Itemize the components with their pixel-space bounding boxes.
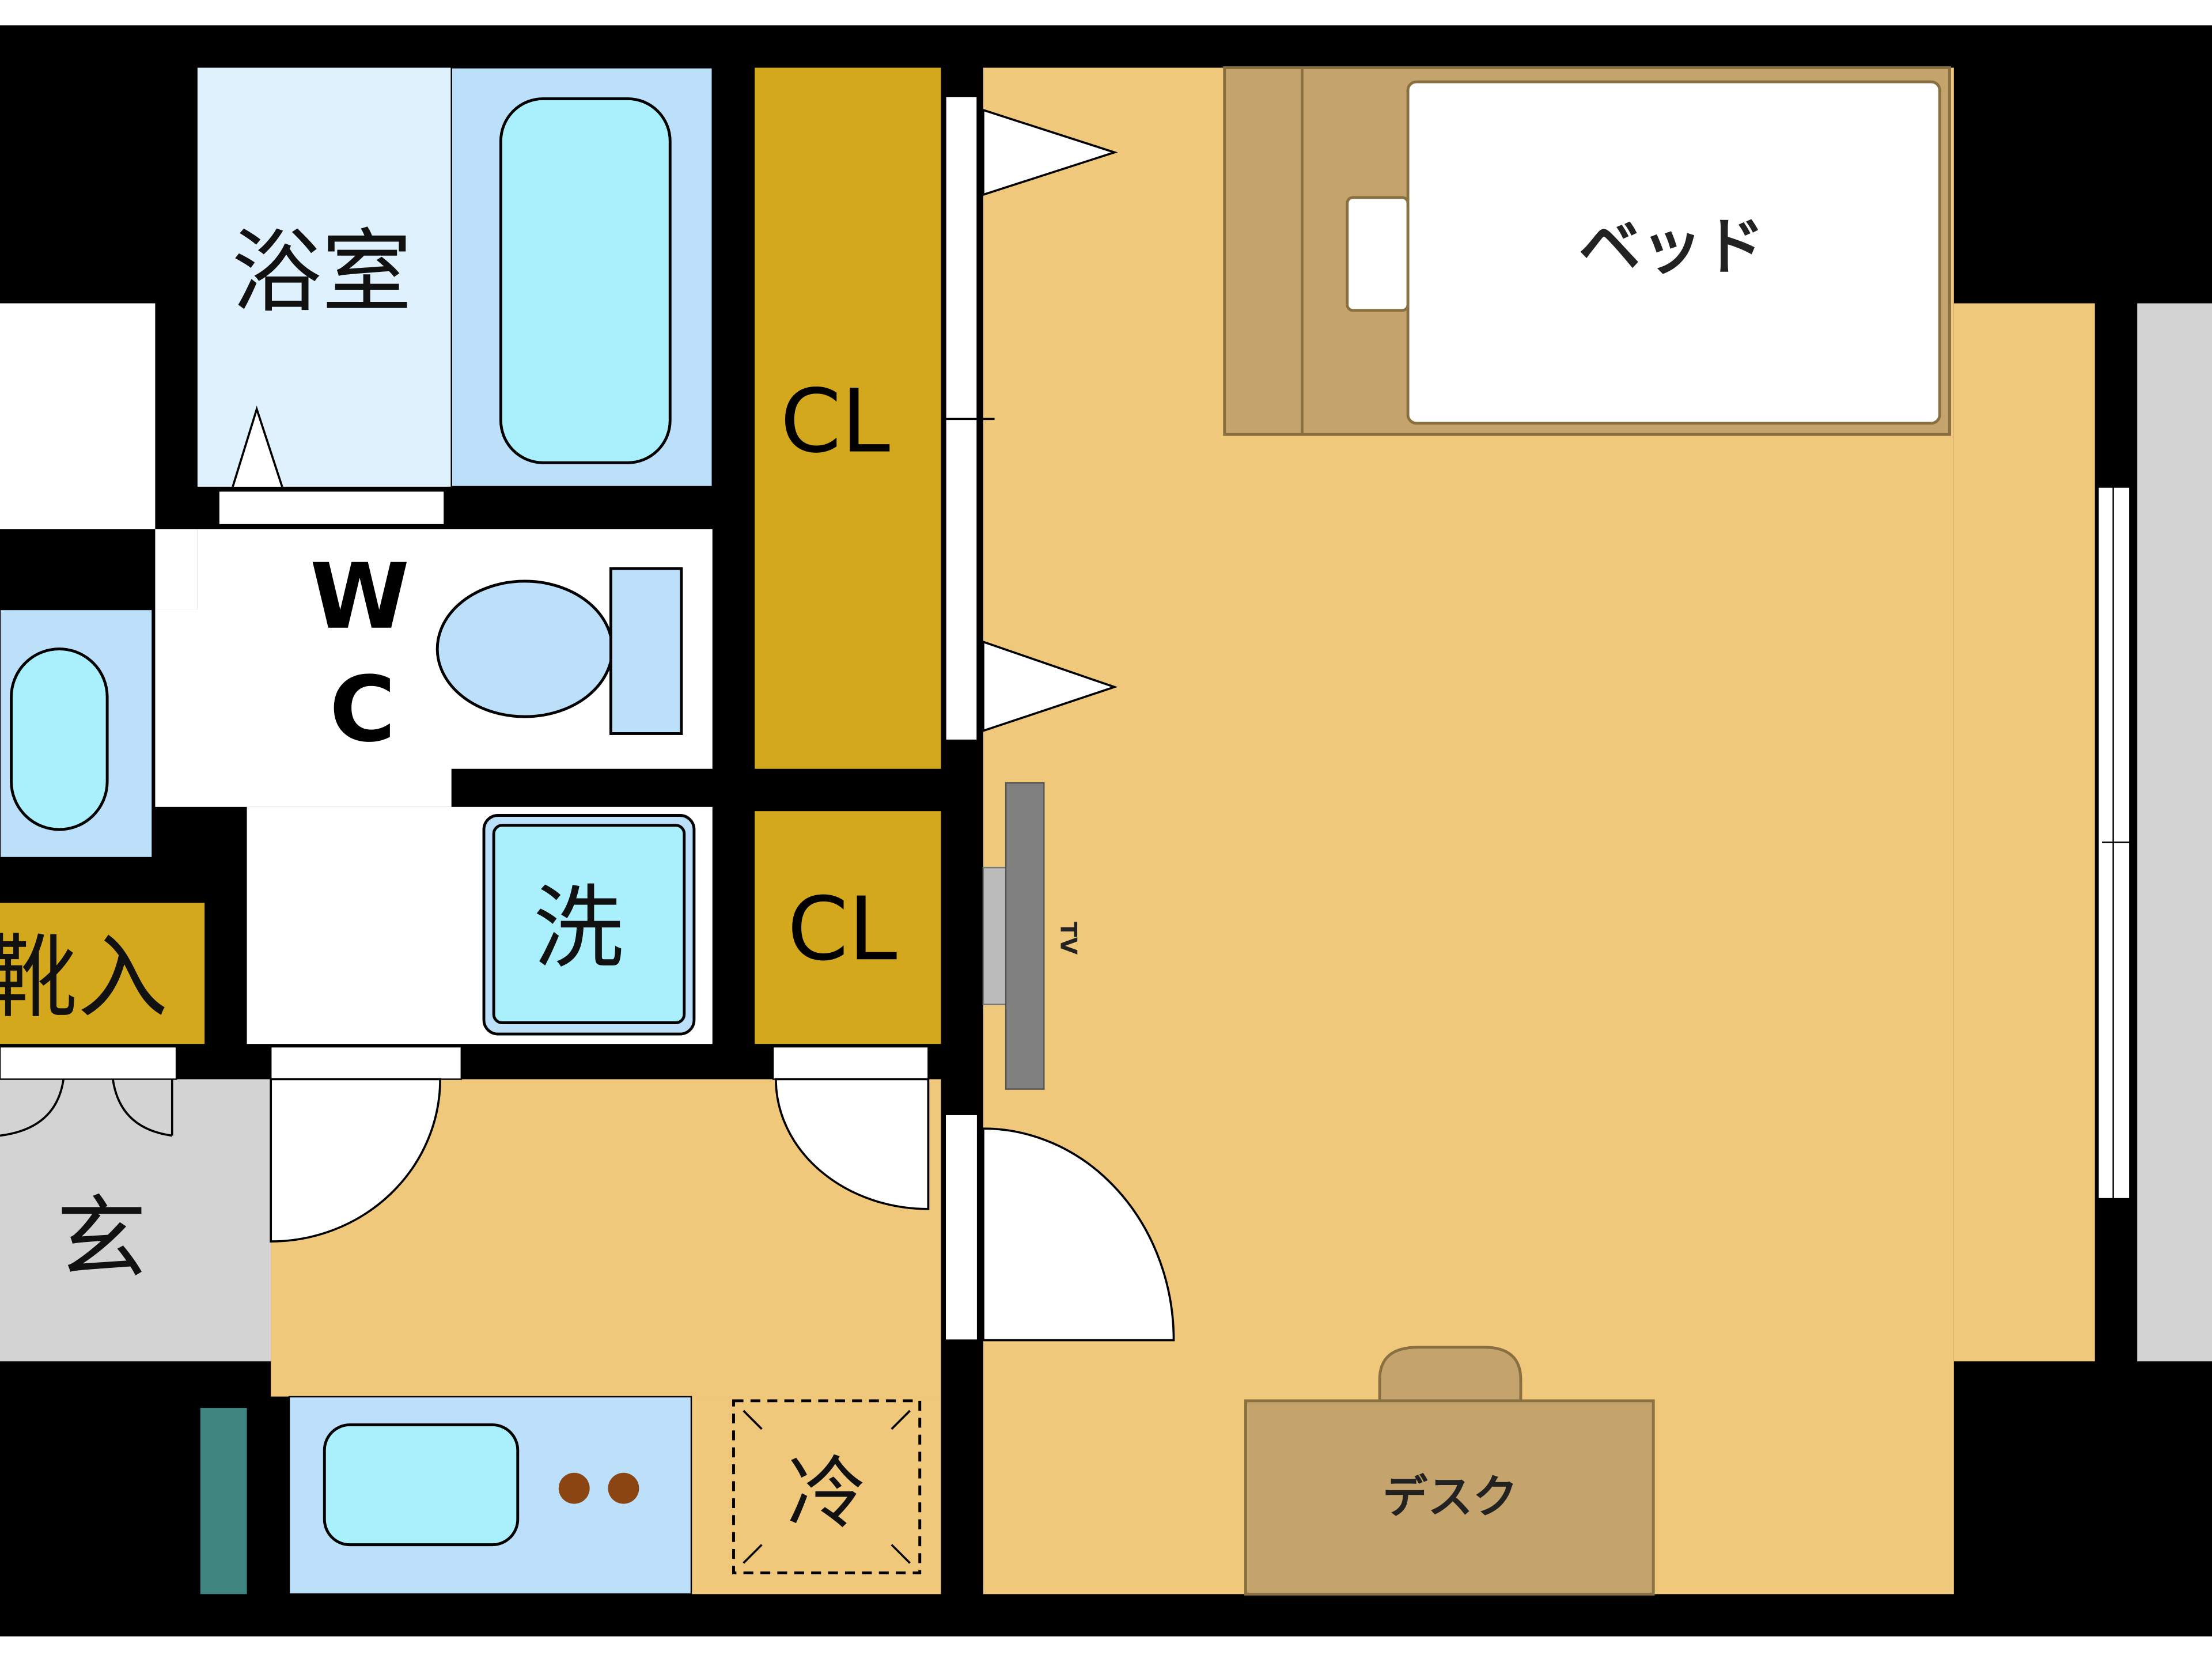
desk-label: デスク (1382, 1471, 1518, 1523)
exterior-left-white (0, 303, 156, 529)
washing-machine-inner (492, 824, 686, 1024)
closet-lower-label: CL (787, 878, 897, 980)
room-door-opening (944, 1113, 979, 1341)
closet-lower-door[interactable] (775, 1078, 930, 1210)
entrance-label: 玄 (56, 1186, 147, 1291)
tv-stand (982, 866, 1010, 1005)
kitchen-sink (323, 1423, 520, 1547)
burner-icon (558, 1472, 590, 1504)
desk (1244, 1399, 1655, 1596)
tv (1005, 782, 1045, 1090)
shoe-cabinet (0, 903, 205, 1044)
kitchen-floor (691, 1396, 941, 1594)
tv-label: TV (1055, 922, 1081, 955)
door-swing-marker-bottom (982, 640, 1118, 733)
bathroom-label: 浴室 (232, 220, 412, 325)
main-room-floor-ext (1953, 303, 2095, 1362)
bathroom-door[interactable] (218, 490, 445, 526)
washroom-door-opening (270, 1046, 463, 1080)
exterior-bottom-strip (0, 1636, 2212, 1659)
door-swing-marker-top (982, 108, 1118, 196)
wc-label-c: C (329, 657, 396, 762)
bed-label: ベッド (1578, 211, 1764, 283)
closet-lower (755, 811, 941, 1044)
wc-label-w: W (310, 544, 410, 649)
closet-upper-label: CL (780, 370, 890, 472)
chair (1378, 1346, 1522, 1403)
bathroom-door-marker (232, 406, 283, 487)
washroom-floor-top (155, 609, 452, 807)
fridge-space (732, 1399, 922, 1575)
teal-panel (200, 1408, 247, 1594)
bathtub (499, 97, 672, 464)
shoe-cabinet-label: 靴入 (0, 925, 168, 1030)
washbasin (10, 647, 109, 831)
exterior-top-strip (0, 0, 2212, 26)
fridge-corner-marks (743, 1410, 911, 1564)
toilet-tank (609, 567, 683, 735)
wc-floor-left (155, 529, 198, 609)
washroom-door[interactable] (270, 1078, 441, 1243)
shoe-cabinet-doors[interactable] (0, 1046, 177, 1080)
closet-upper (755, 67, 941, 769)
burner-icon (608, 1472, 639, 1504)
washer-label: 洗 (533, 876, 624, 980)
toilet-bowl (435, 579, 614, 718)
closet-door-opening (772, 1046, 929, 1080)
bathroom-floor (197, 67, 452, 487)
shoe-cabinet-door-arcs (0, 1079, 173, 1137)
room-door[interactable] (982, 1127, 1175, 1342)
pillow (1346, 196, 1410, 312)
entrance-floor (0, 1079, 271, 1362)
fridge-label: 冷 (787, 1448, 866, 1540)
balcony (2137, 303, 2212, 1362)
